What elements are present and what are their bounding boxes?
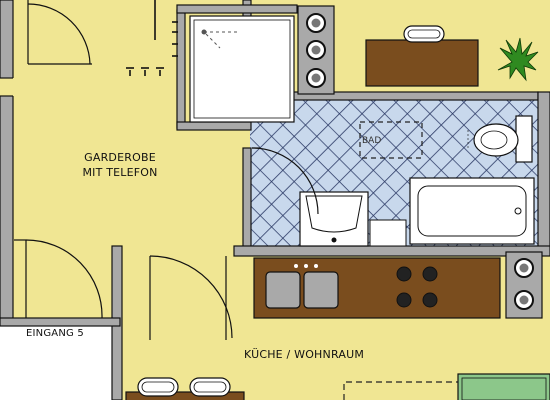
- plant-icon: [497, 37, 539, 82]
- dining-table: [125, 377, 245, 400]
- wall-bath-bottom: [233, 245, 550, 257]
- burners-kitchen: [505, 251, 543, 319]
- outside-area: [0, 326, 118, 400]
- entrance-label: EINGANG 5: [26, 328, 84, 339]
- kitchen-counter: [253, 257, 501, 319]
- door-top-left: [27, 0, 92, 65]
- burners-upper: [297, 5, 335, 95]
- shower-tray: [189, 15, 295, 123]
- wall-shower-top: [176, 4, 298, 14]
- wall-top-gap: [13, 78, 19, 96]
- room-label-kueche: KÜCHE / WOHNRAUM: [243, 348, 365, 361]
- wall-garderobe-right-lower: [242, 147, 252, 249]
- garderobe-line2: MIT TELEFON: [82, 166, 158, 179]
- table-top-right: [365, 25, 479, 87]
- coat-hooks: [126, 0, 178, 76]
- door-bath: [251, 147, 319, 215]
- wall-bath-right: [537, 91, 550, 253]
- wall-shower-bottom: [176, 121, 252, 131]
- bottom-right-furniture: [343, 373, 550, 400]
- garderobe-line1: GARDEROBE: [84, 151, 156, 164]
- wall-entry-bottom: [0, 317, 121, 327]
- room-label-garderobe: GARDEROBE MIT TELEFON: [60, 150, 180, 180]
- wall-left-upper: [0, 0, 14, 79]
- toilet: [467, 115, 533, 163]
- door-entrance: [14, 239, 103, 319]
- bathtub: [409, 177, 535, 245]
- washbasin: [299, 191, 407, 247]
- bad-marker: [359, 121, 423, 159]
- wall-left-lower: [0, 95, 14, 323]
- door-kitchen: [149, 255, 233, 340]
- wall-shower-left: [176, 9, 186, 129]
- room-label-bad: BAD: [362, 136, 382, 146]
